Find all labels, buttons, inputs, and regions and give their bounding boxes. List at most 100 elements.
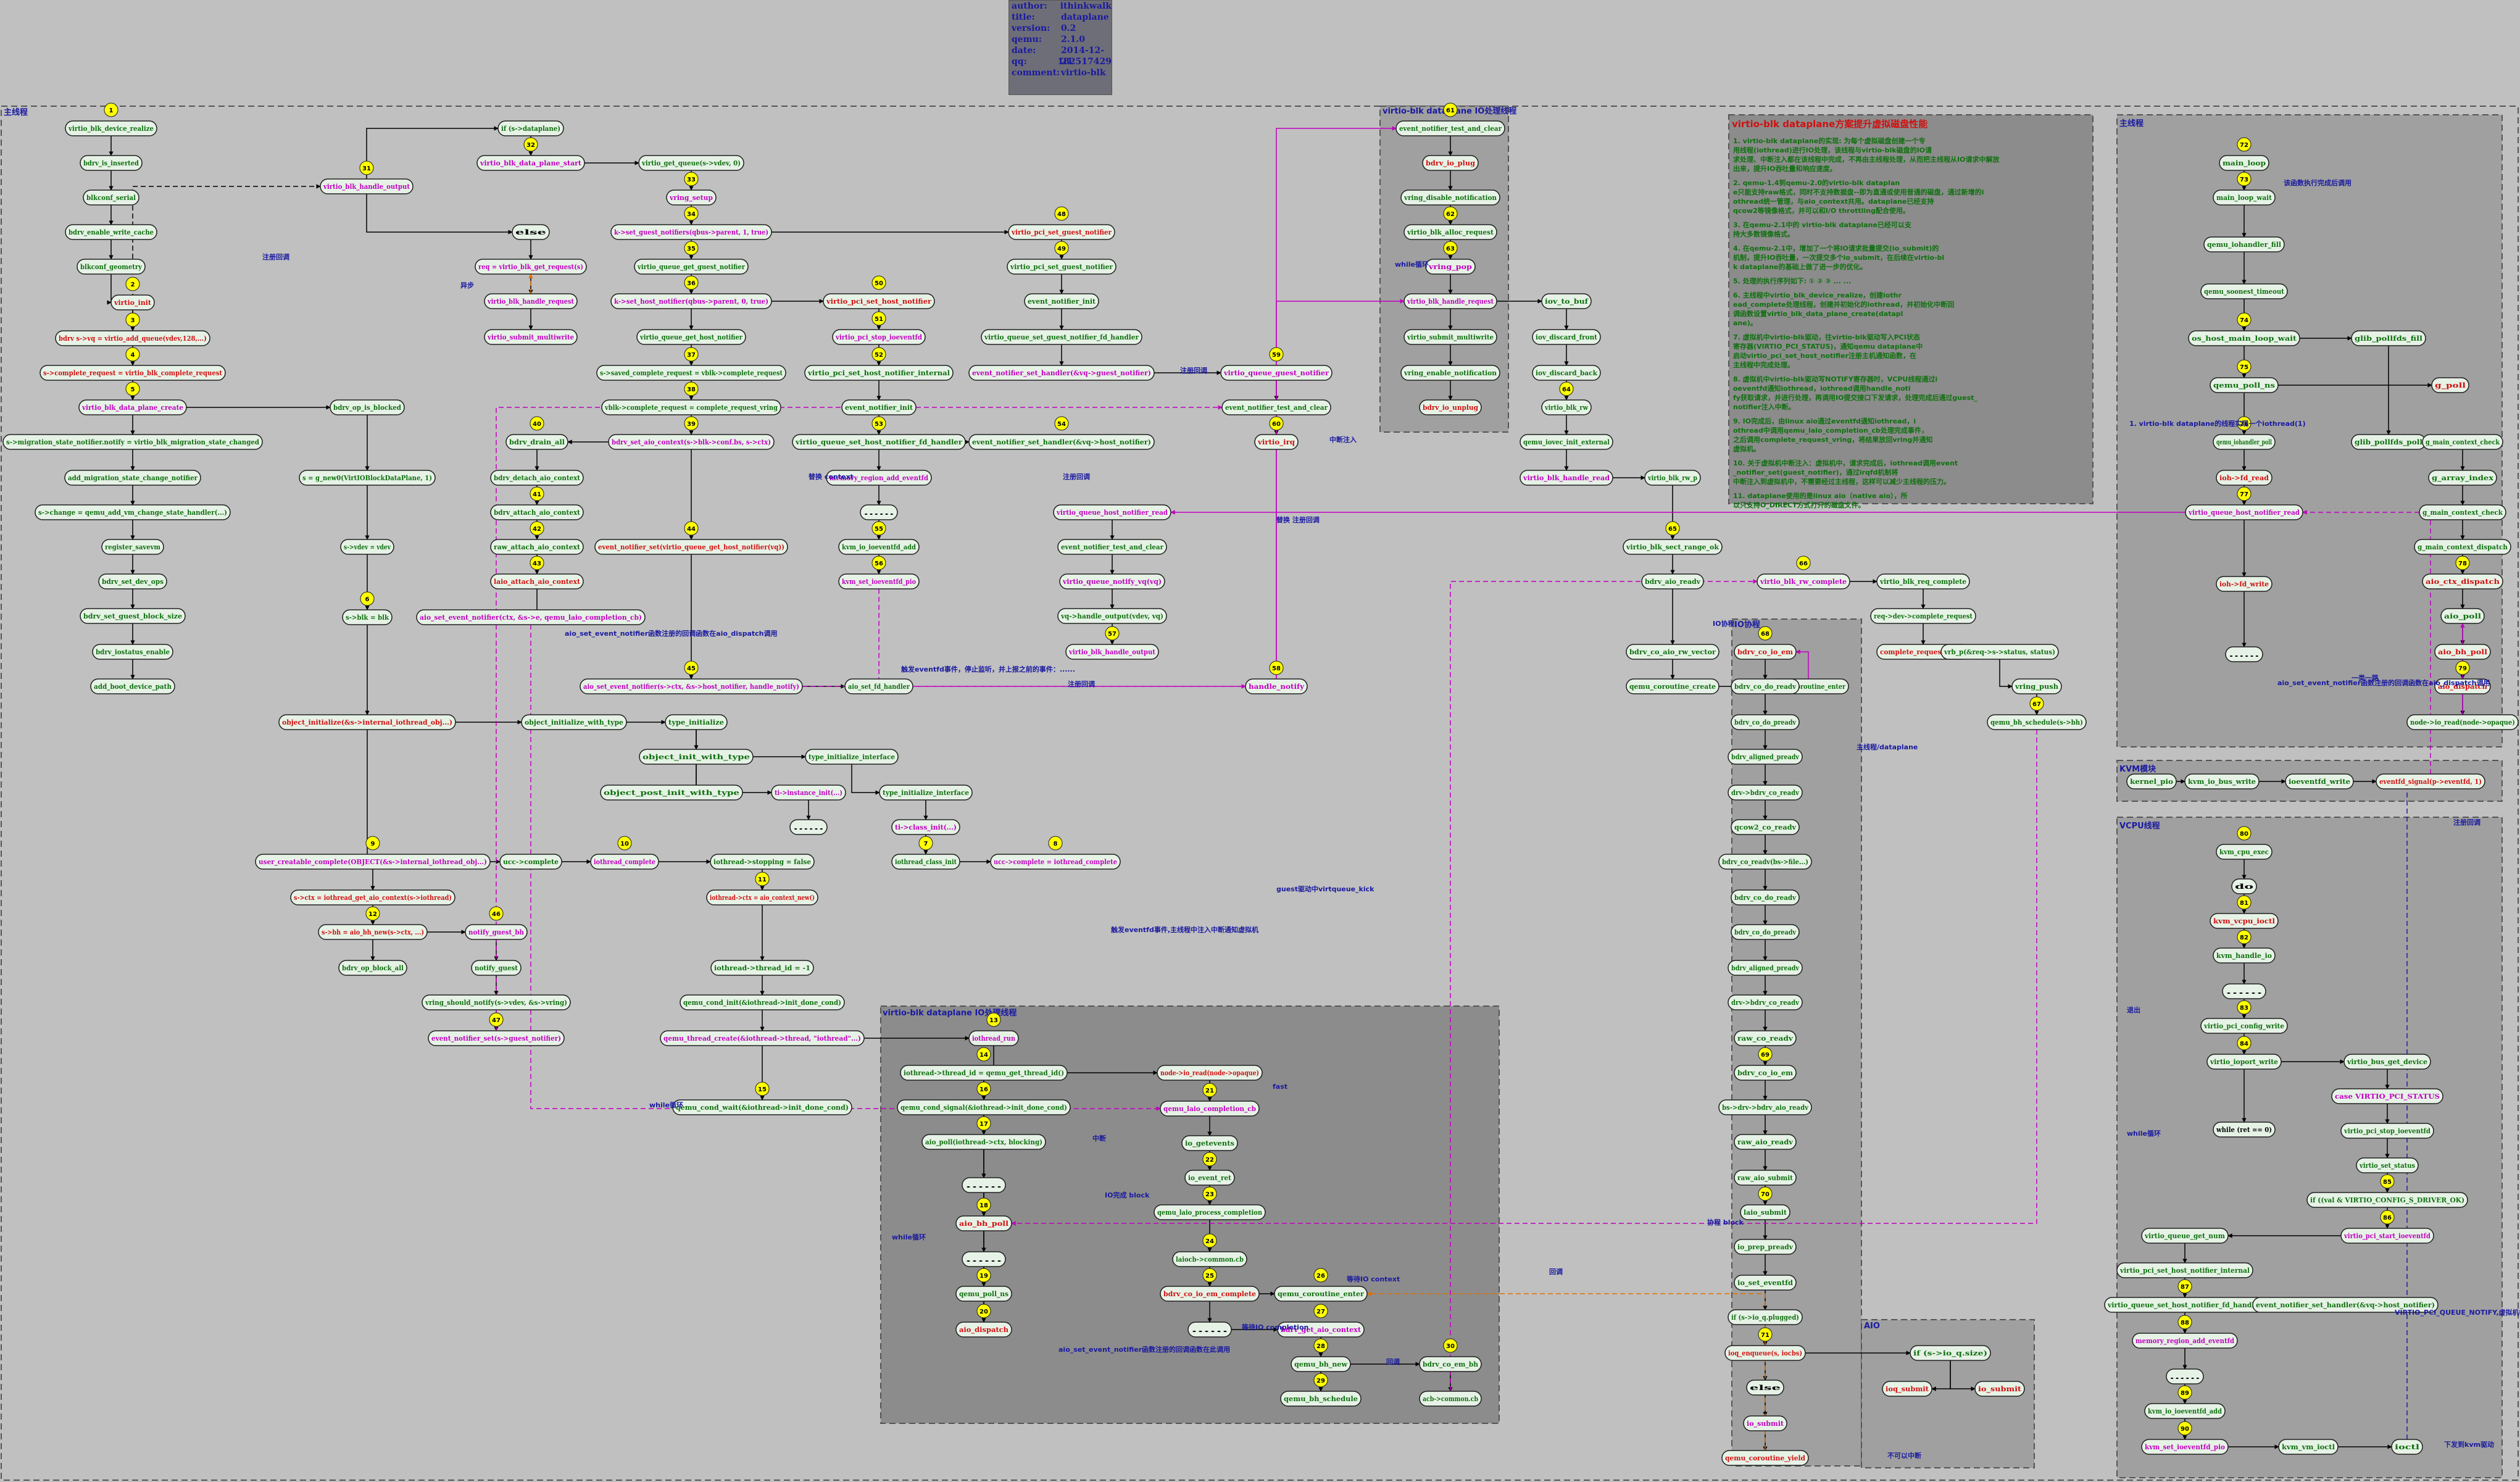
step-badge-number: 70 [1761,1191,1769,1198]
flow-node: virtio_blk_data_plane_create [78,399,187,415]
flow-node-box [1520,470,1613,486]
flow-node-label: bdrv_co_aio_rw_vector [1629,648,1716,657]
flow-node: virtio_blk_device_realize [65,120,157,136]
callout-text: IO完成 block [1105,1191,1150,1199]
flow-node-box [826,470,932,486]
region-frames: 主线程 virtio-blk dataplane IO处理线程 主线程 KVM模… [1,106,2519,1481]
flow-node: k->set_host_notifier(qbus->parent, 0, tr… [610,293,772,309]
flow-node: virtio_get_queue(s->vdev, 0) [638,155,744,171]
flow-node-box [981,329,1142,345]
flow-node: io_submit [1974,1381,2025,1397]
flow-node: qemu_coroutine_enter [1274,1286,1368,1302]
flow-node-box [1184,1170,1235,1186]
region-label-dp-io: virtio-blk dataplane IO处理线程 [883,1008,1017,1018]
flow-edge [1276,299,1405,679]
flow-node-label: user_creatable_complete(OBJECT(&s->inter… [259,858,487,867]
step-badge [617,836,632,851]
flow-node-box [497,120,564,136]
flow-node-label: laiocb->common.cb [1176,1255,1244,1263]
flow-node-label: virtio_ioport_write [2210,1058,2278,1067]
step-badge-number: 13 [989,1017,998,1024]
flow-node-box [1731,714,1800,730]
flow-node-box [962,1251,1006,1267]
flow-node: ioeventfd_write [2285,773,2354,789]
flow-node: virtio_blk_handle_output [320,178,414,194]
step-badge-number: 37 [687,352,696,359]
flow-node-label: virtio_queue_set_guest_notifier_fd_handl… [984,333,1139,342]
flow-node-label: io_prep_preadv [1737,1243,1794,1252]
flow-node-label: qemu_laio_completion_cb [1163,1105,1256,1114]
callout-text: 中断 [1092,1134,1106,1143]
flow-node-box [1403,293,1497,309]
flow-node: kernel_pio [2126,773,2177,789]
flow-node-box [2428,470,2497,486]
step-badge-number: 1 [109,107,114,114]
flow-node-box [1419,1356,1482,1372]
flow-node-box [35,504,231,520]
flow-node-box [1731,889,1800,905]
flow-node: ...... [860,504,898,520]
flow-node: event_notifier_set_handler(&vq->host_not… [2252,1297,2439,1313]
flow-node-label: bdrv_co_io_em_complete [1163,1290,1256,1299]
flow-node: virtio_ioport_write [2206,1054,2282,1070]
flow-node-label: add_boot_device_path [94,683,172,691]
step-badge [684,241,699,256]
flow-node-box [416,609,646,625]
flow-node-label: k->set_guest_notifiers(qbus->parent, 1, … [614,228,768,237]
flow-node-label: vblk->complete_request = complete_reques… [604,404,778,412]
flow-node-box [1940,644,2059,660]
note-line: 8. 虚拟机中virtio-blk驱动写NOTIFY寄存器时，VCPU线程通过i [1733,375,1937,383]
flow-node-label: ...... [863,509,894,517]
flow-node-label: else [515,228,546,236]
flow-node-box [844,678,913,694]
flow-node-label: drv->bdrv_co_readv [1731,789,1800,797]
flow-node-box [832,329,926,345]
flow-node: g_array_index [2428,470,2497,486]
note-line: 1. virtio-blk dataplane的实现: 为每个虚拟磁盘创建一个专 [1733,136,1926,145]
flow-node-label: virtio_queue_guest_notifier [1223,369,1329,378]
flow-node-box [110,294,155,310]
flow-node-label: virtio_blk_handle_output [323,183,410,191]
flow-node-box [2331,1088,2443,1104]
flow-node-label: ti->class_init(...) [895,823,957,832]
flow-node: if (s->dataplane) [497,120,564,136]
note-line: e只能支持raw格式，同时不支持数据盘--即为直通或使用普通的磁盘，通过新增的i [1733,188,1984,196]
flow-node-box [1154,1204,1266,1220]
step-badge-number: 43 [533,560,541,567]
flow-node: bdrv_io_unplug [1419,399,1482,415]
flow-node-box [706,889,818,905]
flow-node-box [2126,773,2177,789]
flow-node-label: bdrv_aligned_preadv [1731,753,1800,762]
flow-node-box [505,434,568,450]
flow-node: iothread_complete [590,854,659,870]
flow-node: main_loop [2219,155,2269,171]
flow-node-box [823,293,935,309]
flow-node-label: bdrv_iostatus_enable [96,648,170,657]
flow-node-box [1731,678,1800,694]
flow-node: qemu_iovec_init_external [1520,434,1613,450]
step-badge-number: 25 [1205,1273,1214,1280]
flow-node: s->complete_request = virtio_blk_complet… [40,365,226,381]
flow-node-label: g_array_index [2432,474,2494,483]
step-badge-number: 71 [1761,1332,1769,1339]
flow-node-label: ti->instance_init(...) [775,789,842,797]
flow-node: iothread->thread_id = -1 [710,960,814,976]
flow-node: event_notifier_init [1024,293,1099,309]
flow-node: type_initialize [665,714,728,730]
flow-node-label: s->bh = aio_bh_new(s->ctx, ...) [322,928,424,937]
flow-node-label: virtio_blk_handle_request [487,298,575,306]
flow-node-label: bdrv_set_dev_ops [102,578,164,586]
info-box: author:ithinkwalk title:dataplane versio… [1008,0,1112,95]
info-key: qemu: [1012,35,1042,44]
info-row: title:dataplane [1009,12,1112,23]
note-line: 出来，提升IO吞吐量和响应速度。 [1733,164,1836,173]
flow-node-label: s->migration_state_notifier.notify = vir… [6,438,259,447]
step-badge [976,1304,991,1318]
flow-node-label: qemu_bh_schedule(s->bh) [1990,718,2083,727]
flow-node: vring_pop [1425,259,1476,275]
flow-node-label: qemu_bh_new [1294,1360,1348,1369]
flow-node-label: bdrv_aligned_preadv [1731,964,1800,973]
flow-node-label: event_notifier_set(s->guest_notifier) [431,1034,561,1043]
flow-node-box [2219,155,2269,171]
